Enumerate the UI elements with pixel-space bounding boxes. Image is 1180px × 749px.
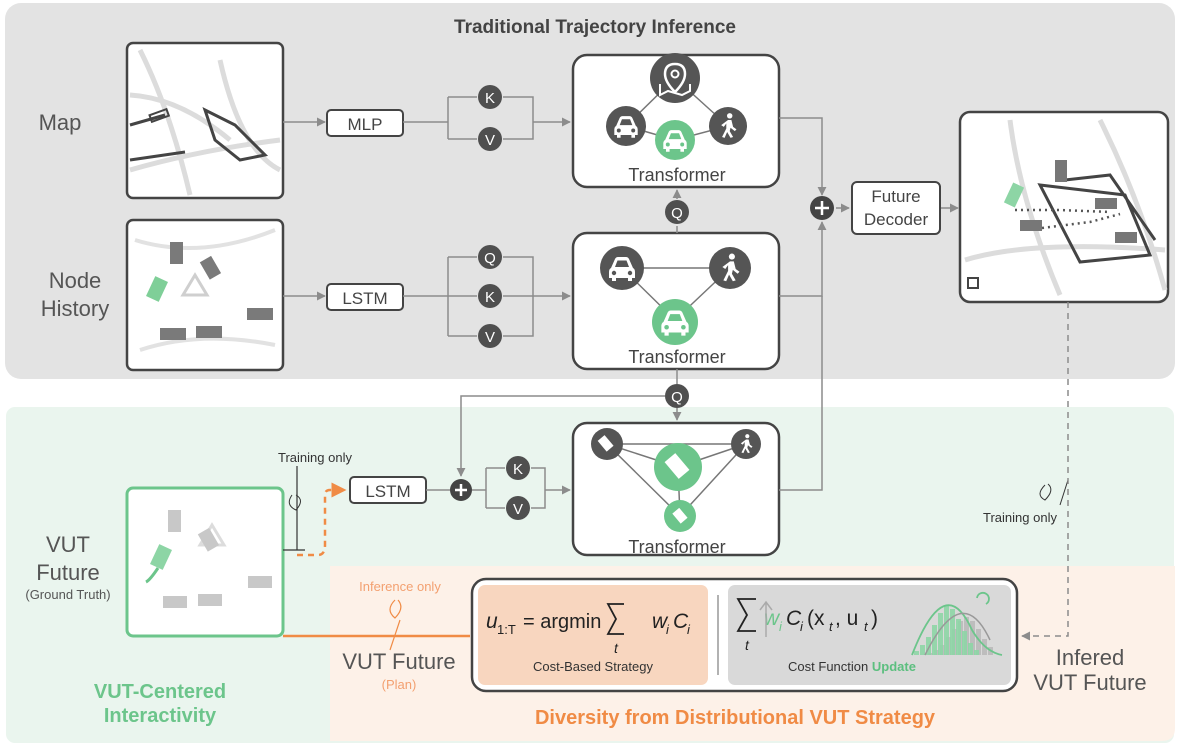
svg-text:(x: (x — [807, 607, 825, 630]
svg-text:Q: Q — [671, 389, 683, 406]
cost-based-strategy-box — [478, 585, 708, 685]
histogram-bar-green — [926, 637, 931, 655]
histogram-bar-green — [956, 619, 961, 655]
mlp-label: MLP — [348, 115, 383, 134]
svg-text:, u: , u — [835, 607, 858, 630]
histogram-bar-green — [944, 605, 949, 655]
refresh-icon — [976, 591, 990, 605]
node-history-label-2: History — [41, 296, 109, 321]
infered-label-1: Infered — [1056, 645, 1125, 670]
argmin-equation: u 1:T = argmin t w i C i — [486, 603, 691, 656]
lstm-history-label: LSTM — [342, 289, 387, 308]
mlp-box — [326, 109, 404, 137]
svg-text:1:T: 1:T — [497, 622, 516, 637]
output-prediction-image — [958, 110, 1170, 304]
vut-future-label-1: VUT — [46, 532, 90, 557]
vut-key-token: K — [506, 456, 530, 480]
histogram-bar-green — [950, 609, 955, 655]
svg-text:Transformer: Transformer — [628, 347, 725, 367]
history-transformer: Transformer — [571, 231, 781, 371]
inference-only-note: Inference only — [359, 579, 441, 594]
histogram-bar-grey — [970, 621, 975, 655]
histogram-bar-green — [932, 625, 937, 655]
map-value-token: V — [478, 127, 502, 151]
svg-text:K: K — [513, 461, 523, 478]
svg-text:i: i — [779, 619, 783, 634]
svg-text:V: V — [513, 501, 523, 518]
lstm-history-box — [326, 283, 404, 311]
plan-sublabel: (Plan) — [382, 677, 417, 692]
svg-text:V: V — [485, 132, 495, 149]
panel-title: Traditional Trajectory Inference — [454, 17, 736, 38]
histogram-bar-green — [914, 651, 919, 655]
training-only-note-left: Training only — [278, 450, 352, 465]
svg-text:i: i — [687, 622, 691, 637]
history-key-token: K — [478, 284, 502, 308]
svg-text:Transformer: Transformer — [628, 537, 725, 557]
svg-text:t: t — [864, 619, 869, 634]
vut-future-plan-label: VUT Future — [342, 649, 455, 674]
svg-text:): ) — [871, 607, 878, 630]
svg-text:t: t — [829, 619, 834, 634]
svg-text:u: u — [486, 610, 498, 633]
vut-centered-label-2: Interactivity — [104, 705, 217, 727]
histogram-bar-green — [968, 643, 973, 655]
svg-text:C: C — [673, 610, 689, 633]
svg-text:K: K — [485, 90, 495, 107]
vut-plus-node — [450, 479, 472, 501]
svg-text:t: t — [745, 637, 750, 653]
svg-text:C: C — [786, 607, 802, 630]
feedback-arrow — [1021, 302, 1069, 641]
vut-value-token: V — [506, 496, 530, 520]
svg-text:= argmin: = argmin — [523, 611, 601, 633]
map-label: Map — [39, 110, 82, 135]
cost-function-box — [728, 585, 1011, 685]
map-transformer: Transformer — [571, 53, 781, 189]
vut-future-image — [125, 486, 285, 638]
svg-text:i: i — [666, 622, 670, 637]
query-token-upper: Q — [665, 200, 689, 224]
history-query-token: Q — [478, 245, 502, 269]
histogram-bar-green — [920, 645, 925, 655]
infered-label-2: VUT Future — [1033, 670, 1146, 695]
histogram-bar-green — [938, 613, 943, 655]
node-history-label-1: Node — [49, 268, 102, 293]
cost-function-equation: t w i C i (x t , u t ) — [736, 598, 878, 653]
svg-text:Q: Q — [671, 205, 683, 222]
map-key-token: K — [478, 85, 502, 109]
future-decoder-box — [851, 181, 941, 235]
histogram-bar-grey — [976, 629, 981, 655]
cost-based-strategy-label: Cost-Based Strategy — [533, 659, 653, 674]
histogram-bar-green — [962, 631, 967, 655]
distribution-histogram-icon — [911, 591, 1003, 656]
combine-plus-node — [810, 196, 834, 220]
svg-text:t: t — [614, 640, 619, 656]
decoder-label-1: Future — [871, 187, 920, 206]
strategy-title: Diversity from Distributional VUT Strate… — [535, 707, 936, 729]
training-input-arrow — [297, 482, 347, 557]
svg-text:K: K — [485, 289, 495, 306]
cost-function-label: Cost Function Update — [788, 659, 916, 674]
query-token-lower: Q — [665, 384, 689, 408]
vut-future-label-2: Future — [36, 560, 100, 585]
vut-centered-label-1: VUT-Centered — [94, 681, 226, 703]
history-value-token: V — [478, 324, 502, 348]
svg-text:Q: Q — [484, 250, 496, 267]
traditional-panel — [5, 3, 1175, 379]
histogram-bar-green — [974, 650, 979, 655]
lstm-vut-label: LSTM — [365, 482, 410, 501]
ground-truth-label: (Ground Truth) — [25, 587, 110, 602]
training-only-note-right: Training only — [983, 510, 1057, 525]
decoder-label-2: Decoder — [864, 210, 929, 229]
vut-transformer: Transformer — [571, 421, 781, 557]
svg-text:V: V — [485, 329, 495, 346]
svg-text:Transformer: Transformer — [628, 165, 725, 185]
svg-text:w: w — [764, 607, 781, 630]
svg-text:i: i — [800, 619, 804, 634]
svg-text:w: w — [652, 610, 669, 633]
node-history-image — [125, 218, 285, 372]
map-input-image — [125, 41, 285, 200]
